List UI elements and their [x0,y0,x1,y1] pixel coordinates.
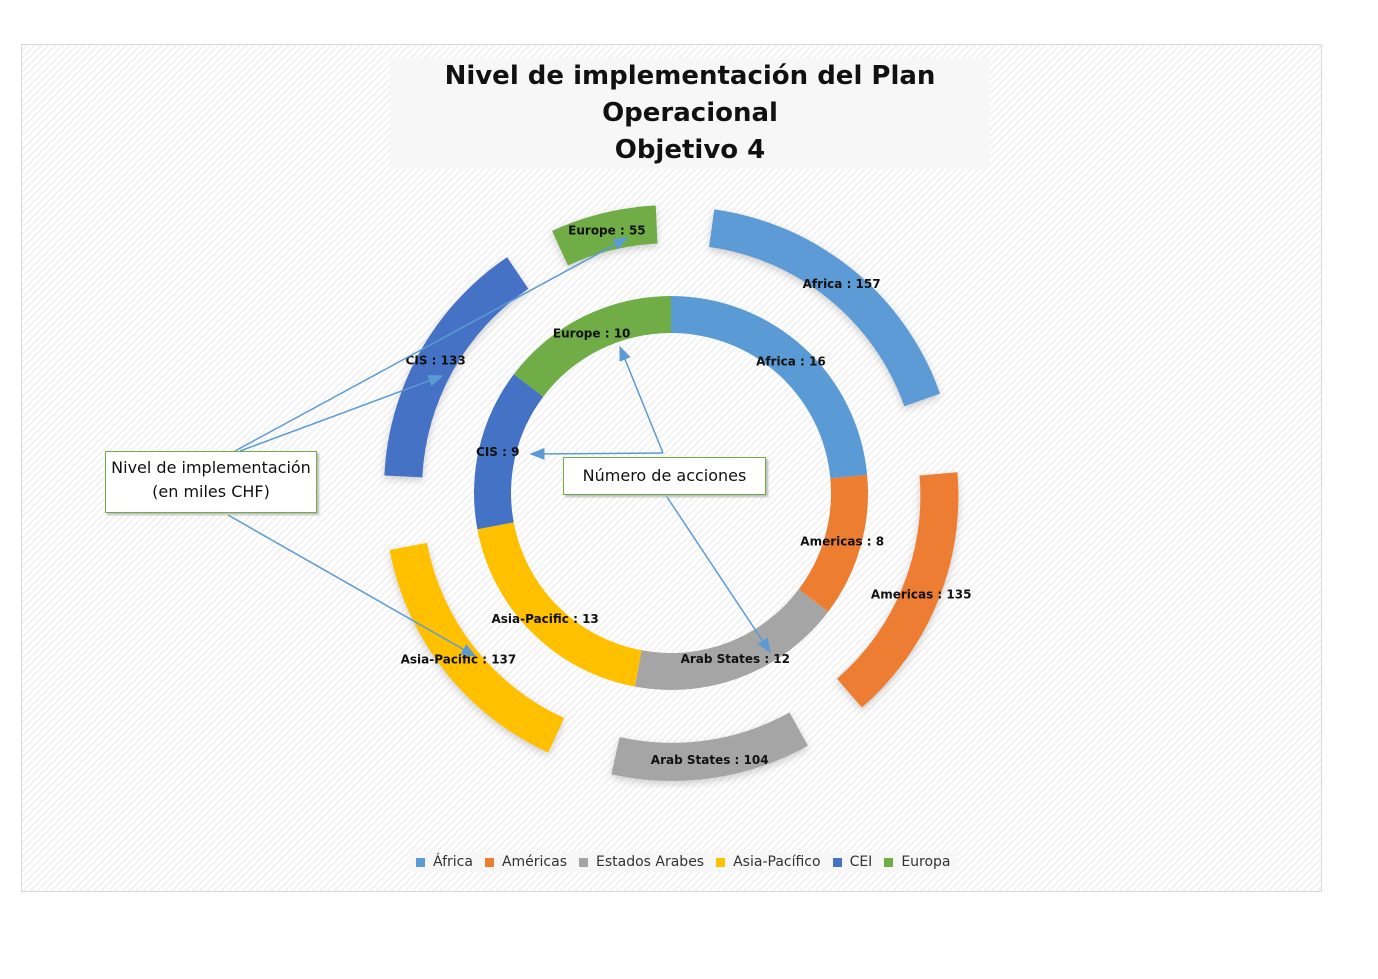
legend-swatch [716,857,726,867]
legend-swatch [484,857,494,867]
legend-item-africa: África [416,854,473,870]
legend-label: Américas [501,854,567,870]
outer-segment-asia-pacific [389,542,565,753]
inner-segment-arab-states [634,589,829,690]
annotation-implementation-text: Nivel de implementación(en miles CHF) [111,458,311,501]
annotation-actions-text: Número de acciones [582,466,747,485]
legend-label: CEI [849,854,873,870]
outer-label-asia-pacific: Asia-Pacific : 137 [401,652,517,666]
outer-segment-cis [384,257,529,478]
outer-segment-africa [709,209,941,407]
inner-label-africa: Africa : 16 [756,354,826,368]
title-line1: Nivel de implementación del Plan Operaci… [444,61,936,128]
inner-segment-europe [513,296,671,397]
inner-segment-asia-pacific [477,522,642,687]
legend-item-cis: CEI [832,854,873,870]
legend-label: Estados Arabes [595,854,705,870]
legend-label: Europa [901,854,951,870]
inner-label-arab-states: Arab States : 12 [681,652,790,666]
legend-item-arab-states: Estados Arabes [578,854,705,870]
legend: África Américas Estados Arabes Asia-Pacífic… [410,852,957,872]
inner-segment-cis [474,374,544,530]
inner-segment-africa [671,296,868,479]
outer-label-cis: CIS : 133 [406,354,466,368]
legend-label: Asia-Pacífico [733,854,821,870]
title-line2: Objetivo 4 [614,135,766,165]
inner-label-asia-pacific: Asia-Pacific : 13 [491,612,598,626]
legend-item-europe: Europa [884,854,951,870]
legend-swatch [416,857,425,867]
legend-swatch [578,857,588,867]
outer-label-arab-states: Arab States : 104 [651,753,769,767]
annotation-arrows [227,237,771,657]
outer-segment-americas [836,472,959,708]
inner-label-cis: CIS : 9 [476,445,519,459]
annotation-actions: Número de acciones [563,457,766,495]
annotation-implementation: Nivel de implementación(en miles CHF) [105,451,317,513]
outer-segment-arab-states [611,712,808,781]
outer-label-americas: Americas : 135 [871,588,972,602]
outer-label-africa: Africa : 157 [803,277,881,291]
legend-label: África [433,854,473,870]
legend-item-americas: Américas [484,854,567,870]
chart-title: Nivel de implementación del Plan Operaci… [390,58,990,169]
outer-segment-europe [552,205,658,266]
legend-item-asia-pacific: Asia-Pacífico [716,854,821,870]
inner-label-europe: Europe : 10 [553,327,630,341]
outer-label-europe: Europe : 55 [568,224,645,238]
legend-swatch [832,857,842,867]
inner-segment-americas [798,474,868,612]
legend-swatch [884,857,894,867]
inner-label-americas: Americas : 8 [800,535,884,549]
